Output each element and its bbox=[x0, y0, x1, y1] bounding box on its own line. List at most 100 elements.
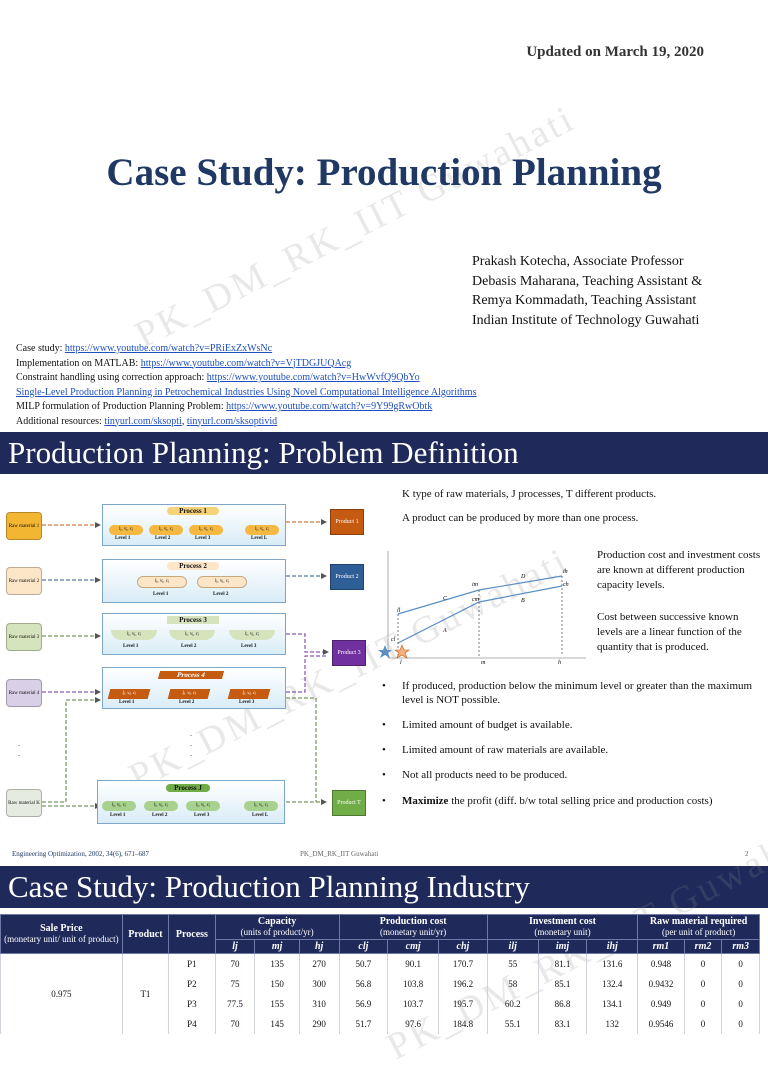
raw-material-label: Raw material required bbox=[649, 916, 748, 927]
process-title: Process 2 bbox=[167, 562, 219, 570]
process-1-box: Process 1 lⱼ, vⱼ, cⱼ lⱼ, vⱼ, cⱼ lⱼ, vⱼ, … bbox=[102, 504, 286, 546]
bullet-item: •Limited amount of raw materials are ava… bbox=[382, 743, 758, 757]
case-study-link[interactable]: https://www.youtube.com/watch?v=PRiExZxW… bbox=[64, 343, 273, 354]
graph-label-b: B bbox=[521, 598, 525, 604]
sale-price-cell: 0.975 bbox=[0, 953, 123, 1034]
col-cmj: cmj bbox=[387, 939, 440, 954]
graph-label-m: m bbox=[481, 660, 486, 664]
level-label: Level 3 bbox=[241, 644, 257, 649]
link-row: Implementation on MATLAB: https://www.yo… bbox=[16, 357, 476, 372]
capacity-label: Capacity bbox=[257, 916, 297, 927]
intro-line: K type of raw materials, J processes, T … bbox=[402, 488, 657, 500]
bullet-item: •Limited amount of budget is available. bbox=[382, 718, 758, 732]
raw-material-4: Raw material 4 bbox=[6, 679, 42, 707]
page-title: Case Study: Production Planning bbox=[106, 151, 662, 194]
sale-price-unit: (monetary unit/ unit of product) bbox=[4, 934, 119, 944]
table-cell: 300 bbox=[298, 974, 340, 994]
process-flow-diagram: . . . . . Raw material 1 Raw material 2 … bbox=[0, 496, 375, 826]
table-cell: 184.8 bbox=[438, 1014, 488, 1034]
table-cell: 132 bbox=[586, 1014, 639, 1034]
table-cell: 55 bbox=[486, 953, 539, 974]
table-cell: 55.1 bbox=[486, 1014, 539, 1034]
bullet-text: Not all products need to be produced. bbox=[402, 769, 568, 781]
footer-center: PK_DM_RK_IIT Guwahati bbox=[300, 850, 379, 858]
table-subheader-row: lj mj hj clj cmj chj ilj imj ihj rm1 rm2… bbox=[1, 939, 760, 954]
level-label: Level 1 bbox=[153, 592, 169, 597]
production-cost-unit: (monetary unit/yr) bbox=[380, 927, 447, 937]
level-chip: lⱼ, vⱼ, cⱼ bbox=[197, 576, 247, 588]
bullet-dot: • bbox=[382, 744, 386, 756]
table-cell: 60.2 bbox=[486, 994, 539, 1014]
level-chip: lⱼ, vⱼ, cⱼ bbox=[229, 630, 275, 640]
link-label: Constraint handling using correction app… bbox=[16, 372, 207, 383]
graph-label-a: A bbox=[442, 628, 447, 634]
process-cell: P2 bbox=[168, 974, 216, 994]
paper-link[interactable]: Single-Level Production Planning in Petr… bbox=[16, 386, 477, 398]
table-cell: 0.949 bbox=[637, 994, 685, 1014]
process-title: Process 3 bbox=[167, 616, 219, 624]
sksopti-link[interactable]: tinyurl.com/sksopti bbox=[104, 415, 182, 427]
table-cell: 85.1 bbox=[537, 974, 588, 994]
graph-label-h: h bbox=[558, 660, 561, 664]
product-1: Product 1 bbox=[330, 509, 364, 535]
graph-label-ll: ll bbox=[397, 608, 401, 614]
raw-material-3: Raw material 3 bbox=[6, 623, 42, 651]
process-title: Process 1 bbox=[167, 507, 219, 515]
col-rm2: rm2 bbox=[683, 939, 723, 954]
investment-cost-unit: (monetary unit) bbox=[534, 927, 591, 937]
product-3: Product 3 bbox=[332, 640, 366, 666]
table-cell: 81.1 bbox=[537, 953, 588, 974]
table-cell: 195.7 bbox=[438, 994, 488, 1014]
table-cell: 196.2 bbox=[438, 974, 488, 994]
process-cell: P1 bbox=[168, 953, 216, 974]
level-label: Level 3 bbox=[195, 536, 211, 541]
table-row: 0.975 T1 P1 70 135 270 50.7 90.1 170.7 5… bbox=[0, 953, 760, 1034]
link-row: Additional resources: tinyurl.com/sksopt… bbox=[16, 415, 278, 427]
link-label: Additional resources: bbox=[16, 415, 105, 427]
col-imj: imj bbox=[537, 939, 588, 954]
sksoptivid-link[interactable]: tinyurl.com/sksoptivid bbox=[186, 415, 278, 427]
bullet-dot: • bbox=[382, 719, 386, 731]
table-cell: 0 bbox=[683, 953, 723, 974]
level-label: Level 2 bbox=[181, 644, 197, 649]
table-cell: 77.5 bbox=[214, 994, 256, 1014]
header-investment-cost: Investment cost(monetary unit) bbox=[486, 914, 639, 940]
section-heading: Case Study: Production Planning Industry bbox=[0, 866, 768, 908]
process-4-box: Process 4 lⱼ, vⱼ, cⱼ lⱼ, vⱼ, cⱼ lⱼ, vⱼ, … bbox=[102, 667, 286, 709]
table-cell: 310 bbox=[298, 994, 340, 1014]
level-label: Level 2 bbox=[179, 700, 195, 705]
footer-citation: Engineering Optimization, 2002, 34(6), 6… bbox=[12, 850, 150, 858]
table-cell: 0 bbox=[683, 1014, 723, 1034]
author-line: Debasis Maharana, Teaching Assistant & bbox=[472, 273, 703, 289]
raw-material-2: Raw material 2 bbox=[6, 567, 42, 595]
process-3-box: Process 3 lⱼ, vⱼ, cⱼ lⱼ, vⱼ, cⱼ lⱼ, vⱼ, … bbox=[102, 613, 286, 655]
investment-cost-label: Investment cost bbox=[529, 916, 596, 927]
col-hj: hj bbox=[298, 939, 340, 954]
level-chip: lⱼ, vⱼ, cⱼ bbox=[111, 630, 157, 640]
matlab-link[interactable]: https://www.youtube.com/watch?v=VjTDGJUQ… bbox=[140, 357, 352, 369]
product-cell: T1 bbox=[121, 953, 170, 1034]
table-row: P2 75 150 300 56.8 103.8 196.2 58 85.1 1… bbox=[1, 974, 760, 994]
level-chip: lⱼ, vⱼ, cⱼ bbox=[109, 525, 143, 535]
bullet-text: Maximize the profit (diff. b/w total sel… bbox=[402, 794, 758, 808]
page-number: 2 bbox=[745, 850, 749, 858]
link-label: MILP formulation of Production Planning … bbox=[16, 401, 227, 412]
level-label: Level 1 bbox=[115, 536, 131, 541]
section-heading: Production Planning: Problem Definition bbox=[0, 432, 768, 474]
level-label: Level 1 bbox=[110, 813, 126, 818]
header-production-cost: Production cost(monetary unit/yr) bbox=[338, 914, 488, 940]
table-cell: 131.6 bbox=[586, 953, 639, 974]
graph-label-l: l bbox=[400, 660, 402, 664]
updated-date: Updated on March 19, 2020 bbox=[526, 44, 704, 60]
level-label: Level 2 bbox=[155, 536, 171, 541]
header-process: Process bbox=[168, 914, 216, 954]
milp-link[interactable]: https://www.youtube.com/watch?v=9Y99gRwO… bbox=[226, 401, 433, 412]
table-cell: 0.948 bbox=[637, 953, 685, 974]
level-chip: lⱼ, vⱼ, cⱼ bbox=[149, 525, 183, 535]
table-cell: 103.8 bbox=[387, 974, 440, 994]
table-cell: 58 bbox=[486, 974, 539, 994]
link-row: Case study: https://www.youtube.com/watc… bbox=[16, 342, 476, 357]
constraint-link[interactable]: https://www.youtube.com/watch?v=HwWvfQ9Q… bbox=[206, 372, 420, 383]
bullet-dot: • bbox=[382, 795, 386, 807]
col-rm3: rm3 bbox=[721, 939, 760, 954]
